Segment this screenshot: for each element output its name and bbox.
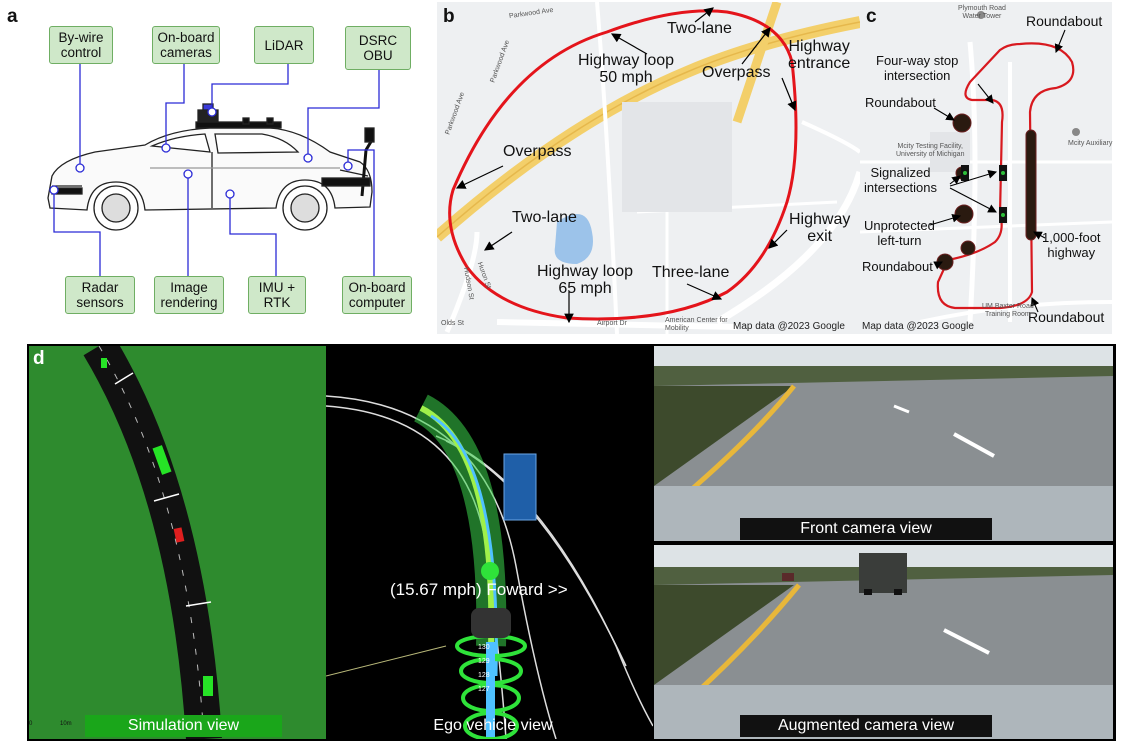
panel-b-label: b (443, 6, 455, 27)
front-camera-caption: Front camera view (800, 520, 932, 537)
ego-number: 128 (478, 672, 490, 679)
by-wire-control-box: By-wire control (49, 26, 113, 64)
label-overpass-left: Overpass (503, 143, 572, 160)
on-board-computer-box: On-board computer (342, 276, 412, 314)
panel-b-annotations (455, 7, 797, 324)
label-overpass-top: Overpass (702, 64, 771, 81)
place-label: Plymouth Road Water Tower (958, 5, 1006, 20)
ego-vehicle-view (326, 346, 653, 739)
highway-loop-route (448, 9, 798, 321)
ego-number: 127 (478, 686, 490, 693)
place-label: Mcity Testing Facility, University of Mi… (896, 143, 965, 158)
panel-c-annotations (929, 29, 1066, 313)
scale-label: 10m (60, 721, 72, 727)
simulation-view (29, 346, 326, 739)
augmented-camera-view (654, 545, 1113, 739)
label-roundabout-low: Roundabout (862, 259, 933, 274)
speed-readout: (15.67 mph) Foward >> (390, 580, 568, 599)
label-highway-loop-65: Highway loop 65 mph (536, 263, 634, 297)
label-signalized: Signalized intersections (864, 165, 937, 195)
simulation-caption-bar (85, 715, 282, 737)
map-attribution-b: Map data @2023 Google (733, 321, 845, 332)
dsrc-obu-box: DSRC OBU (345, 26, 411, 70)
connector-endpoints (49, 107, 353, 199)
scale-zero: 0 (29, 721, 33, 727)
label-unprotected-left-turn: Unprotected left-turn (864, 218, 935, 248)
radar-sensors-box: Radar sensors (65, 276, 135, 314)
ego-number: 130 (478, 644, 490, 651)
label-two-lane-left: Two-lane (512, 209, 577, 226)
vehicle-diagram (47, 64, 380, 276)
car-illustration (47, 103, 375, 231)
highway-loop-map (437, 2, 860, 334)
label-1000-foot-highway: 1,000-foot highway (1042, 230, 1101, 260)
mcity-map (860, 2, 1112, 334)
front-caption-bar (740, 518, 992, 540)
imu-rtk-box: IMU + RTK (248, 276, 306, 314)
label-four-way-stop: Four-way stop intersection (876, 53, 959, 83)
label-roundabout-bottom: Roundabout (1028, 309, 1105, 325)
label-three-lane: Three-lane (652, 264, 730, 281)
label-roundabout-mid: Roundabout (865, 95, 936, 110)
ego-vehicle-caption: Ego vehicle view (433, 717, 553, 734)
street-label: American Center for Mobility (665, 317, 728, 332)
place-label: Mcity Auxiliary (1068, 140, 1113, 147)
on-board-cameras-box: On-board cameras (152, 26, 220, 64)
augmented-caption-bar (740, 715, 992, 737)
panel-a-label: a (7, 6, 18, 27)
image-rendering-box: Image rendering (154, 276, 224, 314)
place-label: UM Baxter Road Training Room (982, 303, 1034, 318)
ego-number: 129 (478, 658, 490, 665)
panel-c-label: c (866, 6, 877, 27)
label-two-lane-top: Two-lane (667, 20, 732, 37)
street-label: Olds St (441, 320, 464, 327)
street-label: Airport Dr (597, 320, 627, 327)
connector-lines (53, 64, 380, 276)
simulation-caption: Simulation view (127, 717, 240, 734)
label-highway-entrance: Highway entrance (788, 38, 851, 72)
label-roundabout-top: Roundabout (1026, 13, 1103, 29)
map-attribution-c: Map data @2023 Google (862, 321, 974, 332)
front-camera-view (654, 346, 1113, 541)
label-highway-loop-50: Highway loop 50 mph (577, 52, 675, 86)
label-highway-exit: Highway exit (789, 211, 851, 245)
panel-d-label: d (33, 348, 45, 369)
augmented-camera-caption: Augmented camera view (777, 717, 955, 734)
lidar-box: LiDAR (254, 26, 314, 64)
